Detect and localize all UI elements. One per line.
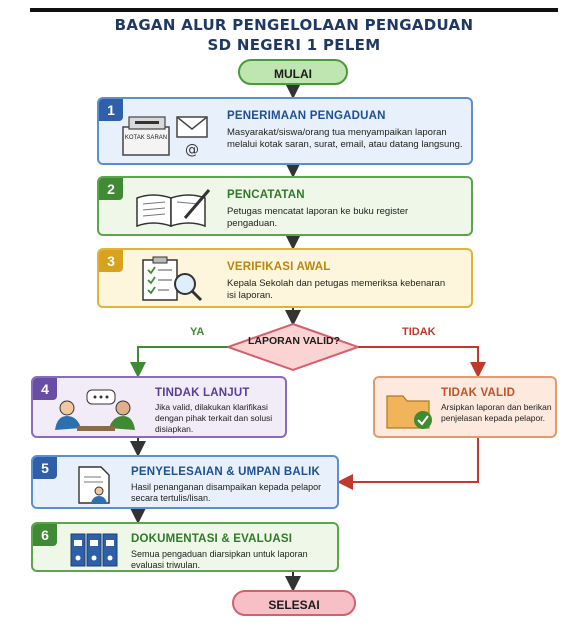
step-title: PENERIMAAN PENGADUAN [227,110,386,122]
start-terminal: MULAI [238,59,348,85]
document-person-icon [78,466,110,504]
step-number: 3 [99,250,123,272]
top-rule [30,8,558,12]
chart-subtitle: SD NEGERI 1 PELEM [207,36,381,54]
step-2-pencatatan: 2 PENCATATAN Petugas mencatat laporan ke… [97,176,473,236]
step-description: Hasil penanganan disampaikan kepada pela… [131,482,322,503]
chart-title: BAGAN ALUR PENGELOLAAN PENGADUAN [114,16,474,34]
invalid-title: TIDAK VALID [441,387,516,399]
arrow-yes [130,346,228,378]
arrow-no [358,346,486,378]
invalid-branch: TIDAK VALID Arsipkan laporan dan berikan… [373,376,557,438]
arrow-invalid-step5 [337,438,479,490]
step-5-penyelesaian: 5 PENYELESAIAN & UMPAN BALIK Hasil penan… [31,455,339,509]
step-title: DOKUMENTASI & EVALUASI [131,533,293,545]
svg-text:@: @ [185,142,199,157]
discussion-people-icon [55,389,135,431]
step-number: 4 [33,378,57,400]
step-title: PENCATATAN [227,189,305,201]
step-description: Kepala Sekolah dan petugas memeriksa keb… [227,278,446,301]
end-terminal: SELESAI [232,590,356,616]
svg-text:KOTAK SARAN: KOTAK SARAN [125,135,167,141]
step-4-tindak-lanjut: 4 TINDAK LANJUT Jika valid, dilakukan kl… [31,376,287,438]
step-description: Masyarakat/siswa/orang tua menyampaikan … [227,127,463,150]
decision-no-label: TIDAK [402,326,436,338]
checklist-magnifier-icon [142,256,203,302]
decision-diamond [225,322,361,372]
step-6-dokumentasi: 6 DOKUMENTASI & EVALUASI Semua pengaduan… [31,522,339,572]
step-title: PENYELESAIAN & UMPAN BALIK [131,466,320,478]
decision-yes-label: YA [190,326,205,338]
step-3-verifikasi: 3 VERIFIKASI AWAL Kepala Sekolah dan pet… [97,248,473,308]
step-1-penerimaan: 1 KOTAK SARAN @ PENERIMAAN PENGADUAN Mas… [97,97,473,165]
binders-icon [70,533,118,567]
step-description: Semua pengaduan diarsipkan untuk laporan… [131,549,308,570]
step-number: 5 [33,457,57,479]
step-number: 6 [33,524,57,546]
step-number: 2 [99,178,123,200]
step-description: Jika valid, dilakukan klarifikasi dengan… [155,402,273,434]
folder-check-icon [386,395,432,429]
step-number: 1 [99,99,123,121]
step-title: TINDAK LANJUT [155,387,250,399]
suggestion-box-mail-icon: KOTAK SARAN @ [122,116,208,157]
step-description: Petugas mencatat laporan ke buku registe… [227,206,409,229]
invalid-description: Arsipkan laporan dan berikan penjelasan … [441,402,552,423]
notebook-pen-icon [136,189,211,228]
step-title: VERIFIKASI AWAL [227,261,331,273]
decision-label: LAPORAN VALID? [248,335,340,347]
